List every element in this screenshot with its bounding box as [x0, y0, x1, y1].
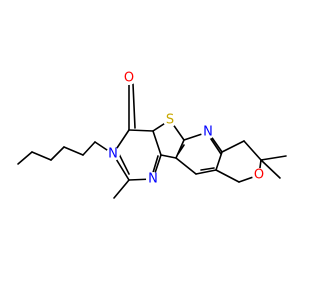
hexyl-bond [31, 151, 52, 161]
thiophene-bond [175, 139, 185, 159]
pyran-bond [215, 169, 240, 183]
carbonyl-oxygen-atom: O [122, 71, 136, 86]
methyl-bond [260, 155, 287, 161]
carbonyl-oxygen-label: O [124, 71, 134, 86]
hexyl-bond [82, 141, 96, 156]
pyridine-bond [175, 157, 197, 175]
imine-nitrogen-atom: N [146, 172, 160, 187]
double-bond-line [177, 144, 185, 155]
pyran-bond [221, 140, 245, 153]
ring-bond [128, 129, 154, 132]
double-bond-line [118, 153, 130, 175]
methyl-bond [113, 179, 130, 199]
atom-labels: O S N N N O [106, 71, 266, 187]
amide-nitrogen-label: N [108, 147, 118, 162]
ring-bond [152, 130, 162, 156]
pyran-bond [243, 140, 262, 161]
double-bond-line [208, 135, 222, 155]
pyridine-bond [215, 151, 223, 171]
double-bond-line [132, 83, 136, 129]
methyl-bond [260, 159, 281, 179]
hexyl-bond [50, 146, 65, 161]
pyridine-nitrogen-label: N [203, 125, 213, 140]
pyran-oxygen-atom: O [252, 168, 266, 183]
thiophene-bond [160, 154, 177, 159]
thiophene-sulfur-label: S [166, 113, 174, 128]
imine-nitrogen-label: N [148, 172, 158, 187]
pyridine-nitrogen-atom: N [201, 125, 215, 140]
pyran-oxygen-label: O [254, 168, 264, 183]
hexyl-bond [17, 151, 33, 165]
molecule-drawing: O S N N N O [17, 71, 287, 199]
amide-nitrogen-atom: N [106, 147, 120, 162]
structure-canvas: O S N N N O [17, 71, 287, 199]
bond-lines [17, 81, 287, 199]
double-bond-line [200, 167, 215, 171]
thiophene-sulfur-atom: S [163, 113, 177, 128]
hexyl-bond [63, 146, 84, 156]
pyridine-bond [195, 169, 217, 175]
